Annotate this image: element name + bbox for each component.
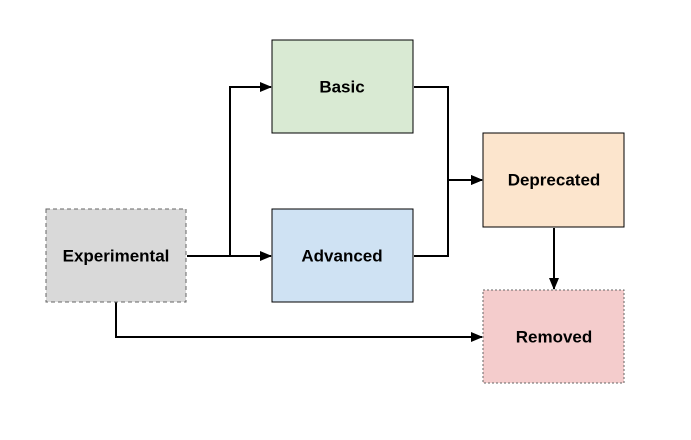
node-deprecated-label: Deprecated (508, 171, 601, 190)
node-experimental: Experimental (45, 208, 187, 303)
edge-advanced-to-deprecated (414, 175, 483, 257)
node-advanced-label: Advanced (301, 247, 382, 266)
node-deprecated: Deprecated (482, 132, 625, 228)
node-removed: Removed (482, 289, 625, 384)
node-experimental-label: Experimental (63, 247, 170, 266)
edge-experimental-to-removed (115, 302, 483, 342)
node-deprecated-box (482, 132, 625, 228)
node-basic-box (271, 39, 414, 134)
node-basic-label: Basic (319, 78, 364, 97)
node-experimental-box (45, 208, 187, 303)
node-advanced: Advanced (271, 208, 414, 303)
node-advanced-box (271, 208, 414, 303)
node-basic: Basic (271, 39, 414, 134)
node-removed-label: Removed (516, 328, 593, 347)
edge-basic-to-deprecated (414, 86, 483, 185)
edges (115, 82, 559, 342)
node-removed-box (482, 289, 625, 384)
edge-experimental-to-basic (187, 82, 272, 257)
